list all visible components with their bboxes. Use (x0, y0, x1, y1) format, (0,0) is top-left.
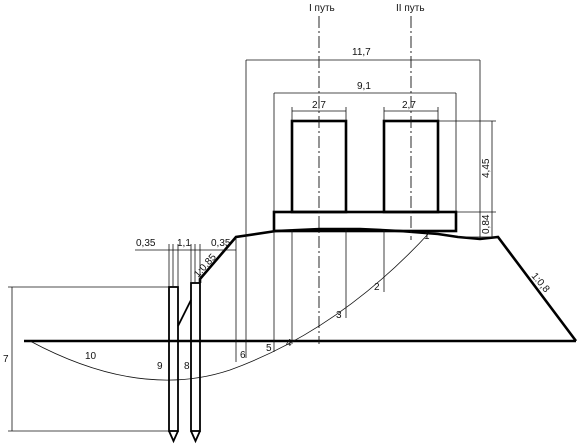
slice-number: 9 (157, 361, 163, 372)
dim-overall-width: 11,7 (245, 47, 481, 238)
dim-left-offset-label: 0,35 (136, 238, 156, 249)
dim-inner-width-label: 9,1 (357, 81, 371, 92)
dim-pile-spacing-label: 1,1 (177, 238, 191, 249)
slice-number: 2 (374, 282, 380, 293)
embankment-profile (198, 227, 578, 342)
dim-inner-width: 9,1 (273, 81, 457, 212)
dim-platform-height-label: 0,84 (481, 214, 492, 234)
slice-number: 1 (424, 231, 430, 242)
dim-block-height-label: 4,45 (481, 158, 492, 178)
dim-right-offset-label: 0,35 (211, 238, 231, 249)
track-label-1: I путь (309, 3, 335, 14)
dim-overall-width-label: 11,7 (352, 47, 371, 58)
slice-number: 6 (240, 350, 246, 361)
slice-lines (235, 229, 385, 362)
slice-number: 8 (184, 361, 190, 372)
dim-block-widths: 2,7 2,7 (291, 100, 439, 121)
dim-heights: 4,45 0,84 (438, 120, 496, 238)
pile-brace (177, 299, 192, 327)
platform-slab (272, 210, 458, 233)
dim-block-left-label: 2,7 (312, 100, 326, 111)
slip-circle-arc (29, 231, 431, 381)
slice-number: 10 (85, 351, 97, 362)
track-label-2: II путь (396, 3, 425, 14)
dim-left-height: 7 (3, 286, 169, 432)
dim-block-right-label: 2,7 (402, 100, 416, 111)
slope-left-label: 1:0,85 (192, 252, 219, 280)
slice-number: 3 (336, 310, 342, 321)
slice-number: 4 (286, 338, 292, 349)
dim-pile-offsets: 0,35 1,1 0,35 (135, 238, 236, 287)
dim-height-left-label: 7 (3, 354, 9, 365)
pile-left (168, 286, 179, 444)
slice-number: 5 (266, 343, 272, 354)
pile-right (190, 282, 201, 444)
